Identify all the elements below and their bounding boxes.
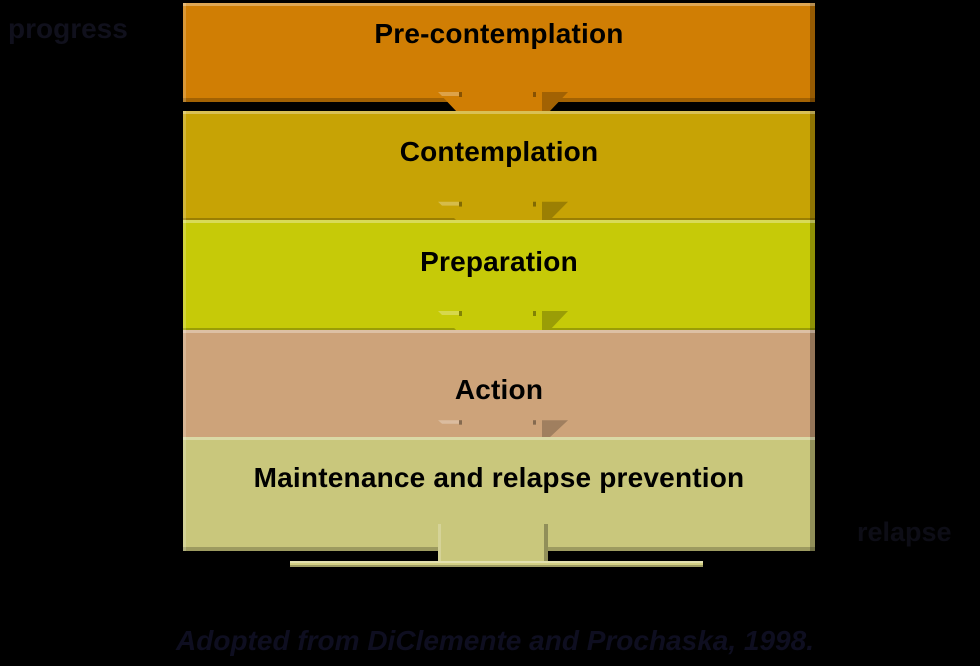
arrow-notch-left xyxy=(459,311,462,316)
down-arrow-shape xyxy=(438,195,568,221)
down-arrow-svg xyxy=(438,414,568,438)
stage-label-pre-contemplation: Pre-contemplation xyxy=(374,18,624,49)
progress-label: progress xyxy=(8,13,128,44)
stage-label-action: Action xyxy=(454,374,544,405)
down-arrow-icon xyxy=(438,304,568,331)
arrow-highlight-left xyxy=(438,420,459,424)
stage-label-maintenance: Maintenance and relapse prevention xyxy=(253,462,745,493)
relapse-label: relapse xyxy=(857,517,952,547)
arrow-shade-right xyxy=(542,201,568,221)
down-arrow-shape xyxy=(438,414,568,438)
pedestal-stem xyxy=(438,524,548,567)
stage-box-preparation: Preparation xyxy=(183,220,815,332)
down-arrow-shape xyxy=(438,304,568,331)
arrow-notch-right xyxy=(533,201,536,207)
down-arrow-svg xyxy=(438,304,568,331)
arrow-notch-left xyxy=(459,201,462,207)
down-arrow-shape xyxy=(438,85,568,112)
citation-text: Adopted from DiClemente and Prochaska, 1… xyxy=(176,625,814,656)
down-arrow-svg xyxy=(438,195,568,221)
down-arrow-icon xyxy=(438,414,568,438)
arrow-shade-right xyxy=(542,311,568,331)
pedestal-bar xyxy=(290,561,703,567)
arrow-highlight-left xyxy=(438,92,459,96)
arrow-highlight-left xyxy=(438,311,459,315)
arrow-notch-left xyxy=(459,420,462,425)
stage-box-contemplation: Contemplation xyxy=(183,111,815,222)
arrow-highlight-left xyxy=(438,201,459,206)
arrow-shade-right xyxy=(542,420,568,438)
arrow-notch-right xyxy=(533,420,536,425)
arrow-notch-right xyxy=(533,311,536,316)
arrow-notch-left xyxy=(459,92,462,97)
arrow-shade-right xyxy=(542,92,568,112)
down-arrow-icon xyxy=(438,85,568,112)
down-arrow-icon xyxy=(438,195,568,221)
down-arrow-svg xyxy=(438,85,568,112)
stage-label-preparation: Preparation xyxy=(420,246,578,277)
stage-label-contemplation: Contemplation xyxy=(399,136,599,167)
arrow-notch-right xyxy=(533,92,536,97)
